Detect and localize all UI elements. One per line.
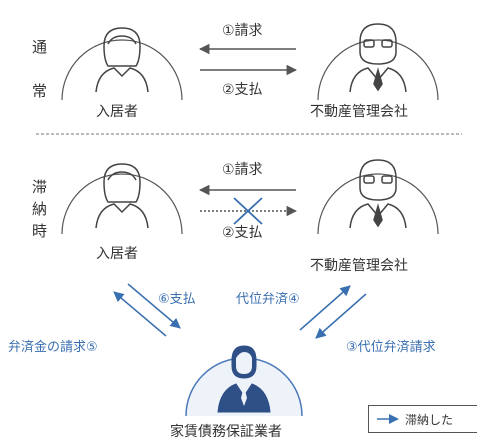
delinquent-request-label: ①請求 — [222, 162, 263, 178]
guarantor-section: ⑥支払 代位弁済④ 弁済金の請求⑤ ③代位弁済請求 家賃債務保証業者 — [8, 283, 436, 440]
normal-label-char-2: 常 — [32, 82, 47, 100]
guarantor-subrogation-claim-label: ③代位弁済請求 — [346, 339, 436, 355]
cross-mark-icon — [233, 197, 263, 225]
normal-payment-label: ②支払 — [222, 82, 263, 98]
legend-label: 滞納した — [405, 412, 454, 427]
guarantor-to-tenant-payment-arrow — [113, 291, 167, 337]
delinquent-company-label: 不動産管理会社 — [310, 258, 408, 274]
delinquent-tenant-label: 入居者 — [96, 246, 138, 262]
tenant-icon — [95, 27, 149, 93]
businessman-icon — [349, 23, 407, 93]
normal-company-circle — [317, 39, 439, 101]
tenant-icon — [95, 163, 149, 229]
legend-arrow-icon — [377, 414, 399, 424]
guarantor-person-icon — [217, 345, 271, 413]
delinquent-payment-label: ②支払 — [222, 225, 263, 241]
legend: 滞納した — [368, 405, 477, 433]
delinquent-label-char-1: 滞 — [32, 178, 47, 196]
delinquent-label-char-3: 時 — [32, 222, 47, 240]
guarantor-reimbursement-claim-label: 弁済金の請求⑤ — [8, 339, 98, 355]
guarantor-label: 家賃債務保証業者 — [170, 423, 282, 440]
normal-section: 通 常 入居者 不動産管理会社 ①請求 ②支払 — [32, 23, 439, 120]
businessman-icon — [349, 159, 407, 229]
guarantor-claim-to-tenant-arrow — [127, 283, 181, 329]
normal-request-label: ①請求 — [222, 23, 263, 39]
delinquent-tenant-circle — [61, 173, 183, 235]
normal-tenant-circle — [61, 39, 183, 101]
subrogation-claim-arrow — [315, 293, 367, 339]
delinquent-company-circle — [317, 173, 439, 235]
guarantor-subrogation-label: 代位弁済④ — [236, 291, 300, 307]
normal-company-label: 不動産管理会社 — [310, 104, 408, 120]
delinquent-section: 滞 納 時 入居者 不動産管理会社 ①請求 ②支払 — [32, 159, 439, 274]
guarantor-payment-label: ⑥支払 — [158, 292, 196, 307]
delinquent-label-char-2: 納 — [32, 200, 47, 218]
normal-label-char-1: 通 — [32, 38, 47, 56]
subrogation-payment-arrow — [299, 285, 351, 331]
normal-tenant-label: 入居者 — [96, 104, 138, 120]
